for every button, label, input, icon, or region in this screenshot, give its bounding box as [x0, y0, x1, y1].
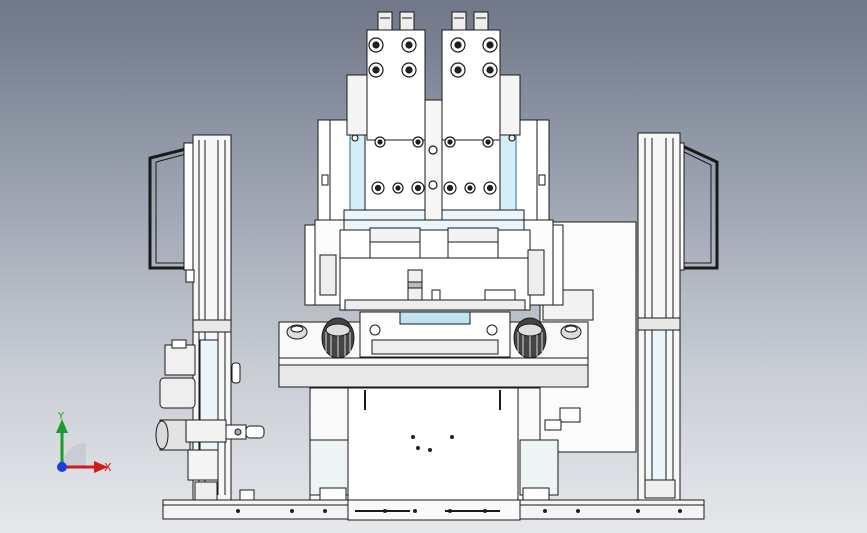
triad-z-label: Z	[59, 461, 65, 470]
triad-y-label: Y	[58, 411, 65, 422]
bolt-heads	[351, 37, 516, 195]
lower-housing[interactable]	[309, 387, 559, 501]
cylinder-left[interactable]	[346, 11, 426, 141]
left-pneumatic-fittings[interactable]	[155, 339, 265, 501]
knurled-knob-left[interactable]	[321, 317, 355, 359]
right-column-assembly[interactable]	[619, 132, 719, 501]
center-divider[interactable]	[424, 99, 443, 221]
triad-axes	[56, 419, 108, 473]
triad-x-label: X	[104, 461, 112, 474]
base-plate[interactable]	[162, 496, 705, 521]
coordinate-triad: X Y Z	[40, 405, 130, 485]
knurled-knob-right[interactable]	[513, 317, 547, 359]
